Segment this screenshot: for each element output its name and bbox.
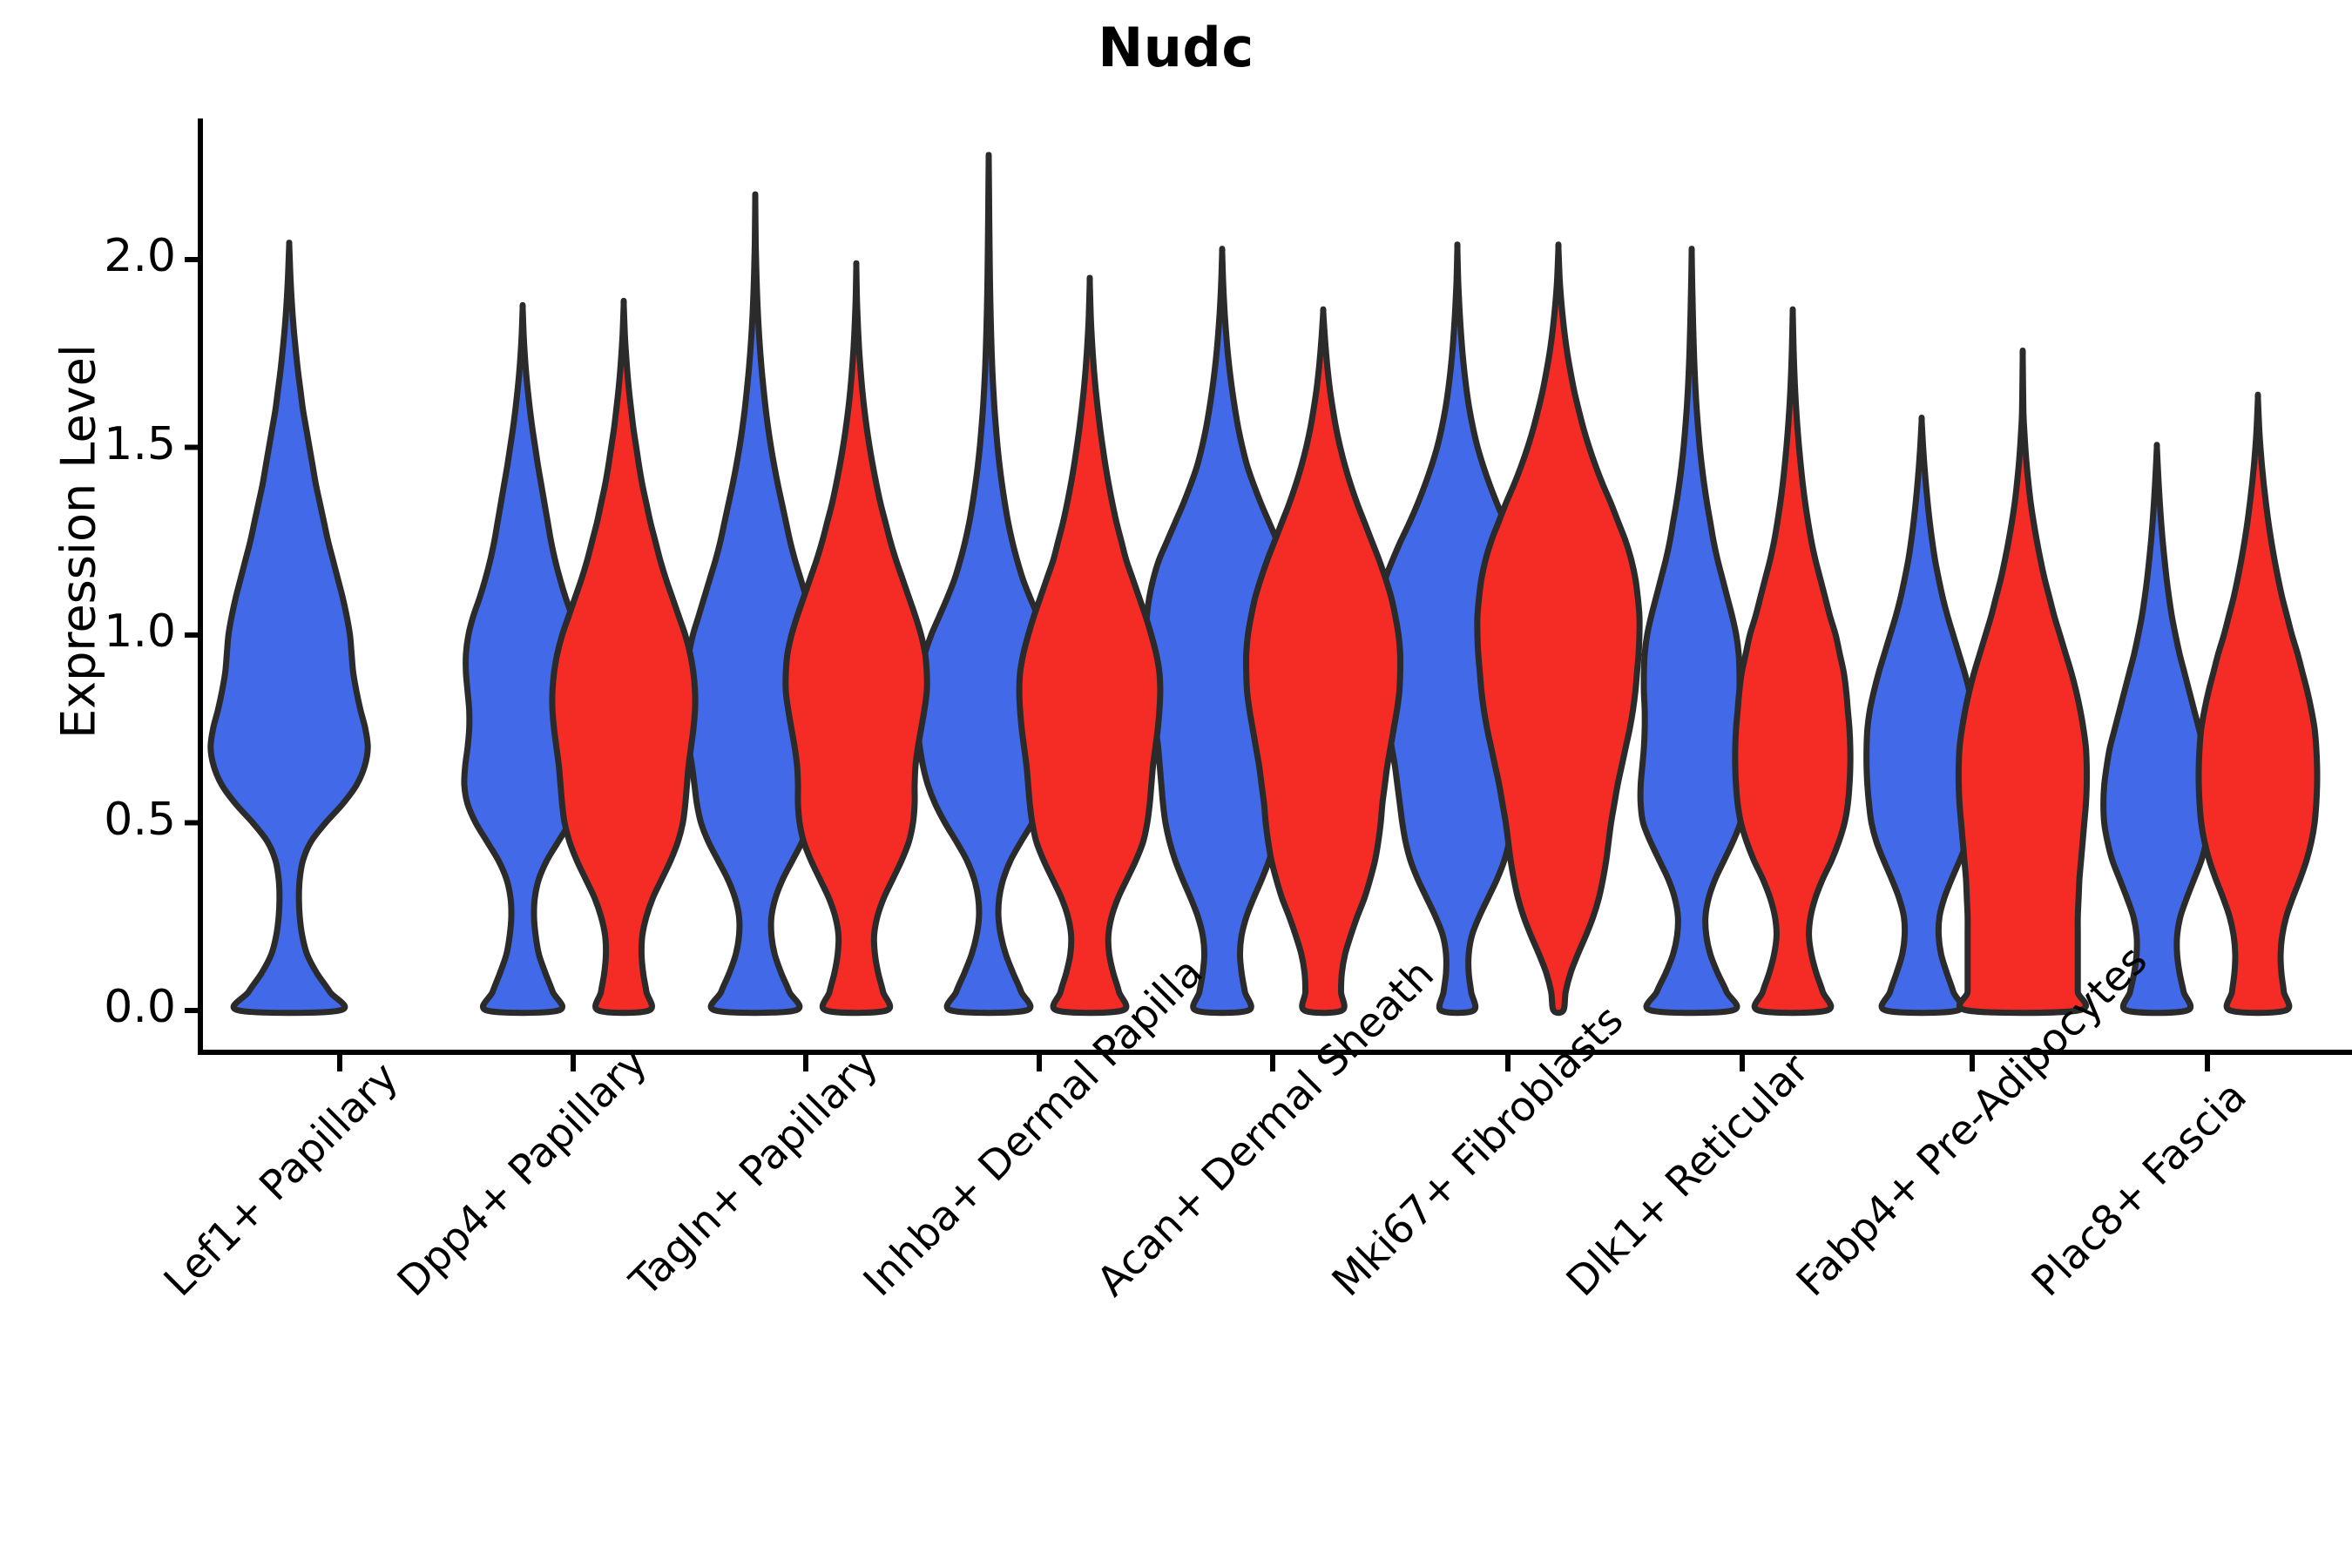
- y-axis-tick-label: 2.0: [104, 230, 176, 282]
- violin-shape: [2195, 391, 2321, 1017]
- y-axis-tick-label: 0.5: [104, 793, 176, 846]
- violin-shape: [1242, 306, 1404, 1017]
- y-axis-tick-label: 1.5: [104, 417, 176, 470]
- violin-shape: [1955, 348, 2091, 1017]
- violin-shape: [1016, 274, 1164, 1017]
- violin-shape: [1474, 241, 1643, 1017]
- violin-shape: [207, 240, 371, 1017]
- y-axis-tick-label: 0.0: [104, 981, 176, 1033]
- violin-shape: [1637, 246, 1747, 1017]
- page-title: Nudc: [1098, 16, 1254, 79]
- violin-shape: [1863, 415, 1980, 1017]
- violin-shape: [782, 260, 930, 1017]
- violin-shape: [913, 152, 1064, 1017]
- violin-shape: [549, 297, 699, 1017]
- violin-shape: [2100, 442, 2213, 1017]
- y-axis-tick-label: 1.0: [104, 605, 176, 658]
- violin-shape: [1732, 306, 1854, 1017]
